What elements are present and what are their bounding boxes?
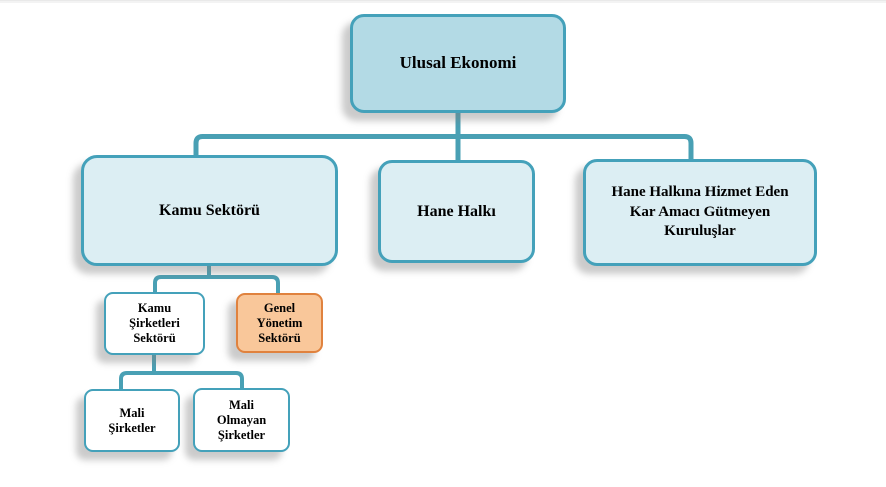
node-label-line: Sektörü xyxy=(258,330,301,345)
node-label-line: Genel xyxy=(263,300,296,315)
node-label: Kamu Sektörü xyxy=(159,201,260,219)
node-label-line: Mali xyxy=(119,405,145,420)
node-label: Mali Olmayan Şirketler xyxy=(217,398,266,443)
node-hane-halkina-hizmet: Hane Halkına Hizmet Eden Kar Amacı Gütme… xyxy=(583,159,817,266)
node-label-line: Kar Amacı Gütmeyen xyxy=(629,203,771,220)
node-label: Hane Halkı xyxy=(417,202,496,220)
node-label: Hane Halkına Hizmet Eden Kar Amacı Gütme… xyxy=(611,183,788,242)
node-kamu-sirketleri-sektoru: Kamu Şirketleri Sektörü xyxy=(104,292,205,355)
node-label-line: Şirketler xyxy=(217,427,266,442)
node-label-line: Kamu xyxy=(137,301,172,315)
node-label-line: Hane Halkına Hizmet Eden xyxy=(611,184,789,201)
node-label-line: Olmayan xyxy=(216,412,267,427)
node-label-line: Mali xyxy=(229,397,254,412)
node-mali-sirketler: Mali Şirketler xyxy=(84,389,180,452)
node-label-line: Sektörü xyxy=(133,331,176,345)
node-label: Kamu Şirketleri Sektörü xyxy=(129,301,180,346)
node-hane-halki: Hane Halkı xyxy=(378,160,535,263)
node-label-line: Kuruluşlar xyxy=(664,223,736,240)
node-label-line: Yönetim xyxy=(256,315,303,330)
node-genel-yonetim-sektoru: Genel Yönetim Sektörü xyxy=(236,293,323,353)
node-label: Ulusal Ekonomi xyxy=(399,53,517,73)
node-kamu-sektoru: Kamu Sektörü xyxy=(81,155,338,266)
node-mali-olmayan-sirketler: Mali Olmayan Şirketler xyxy=(193,388,290,452)
node-label-line: Şirketler xyxy=(108,420,156,435)
node-label: Mali Şirketler xyxy=(108,406,155,436)
node-ulusal-ekonomi: Ulusal Ekonomi xyxy=(350,14,566,113)
slide-top-border xyxy=(0,0,886,3)
node-label-line: Şirketleri xyxy=(129,316,180,330)
node-label: Genel Yönetim Sektörü xyxy=(257,301,303,346)
